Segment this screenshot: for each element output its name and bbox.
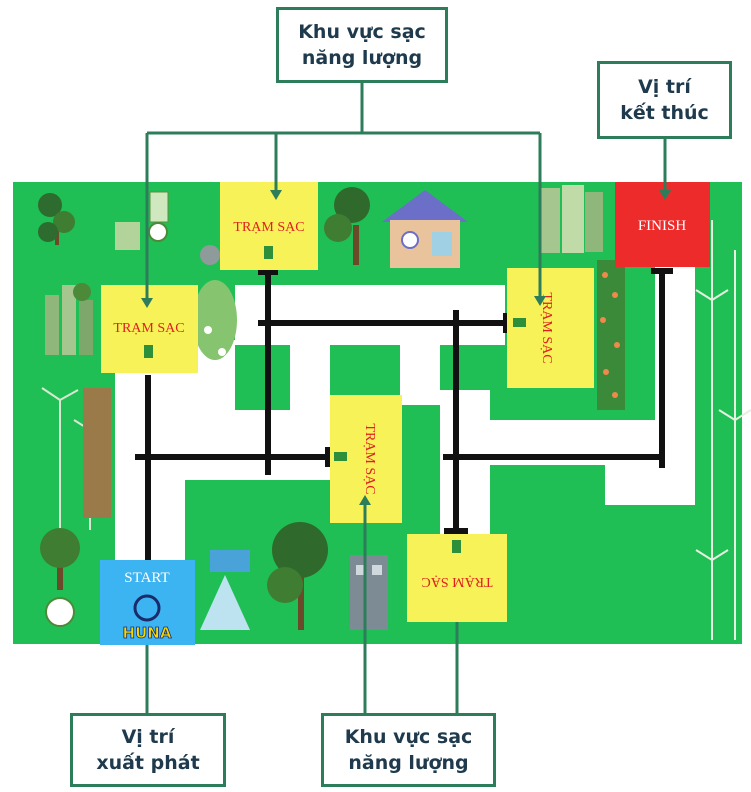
callout-line: Khu vực sạc [298, 21, 426, 43]
potted-plants-icon [193, 245, 237, 360]
tree-icon [324, 187, 370, 265]
callout-line: xuất phát [96, 752, 200, 774]
green-buildings-icon [540, 185, 603, 253]
callout-line: năng lượng [348, 752, 469, 774]
station-label: TRẠM SẠC [421, 574, 492, 589]
charging-station-5[interactable]: TRẠM SẠC [407, 534, 507, 622]
callout-line: Vị trí [638, 76, 691, 98]
wind-turbines-right-icon [695, 220, 751, 640]
flower-hedge-icon [597, 260, 625, 410]
charging-station-3[interactable]: TRẠM SẠC [507, 268, 594, 388]
callout-arrowheads [141, 190, 671, 505]
station-label: TRẠM SẠC [113, 321, 184, 336]
tree-icon [38, 193, 75, 245]
callout-line: Khu vực sạc [344, 726, 473, 748]
charger-icon [513, 318, 526, 327]
charging-area-callout-bottom: Khu vực sạc năng lượng [321, 713, 496, 787]
factory-icon [350, 555, 388, 630]
start-position-callout: Vị trí xuất phát [70, 713, 226, 787]
station-label: TRẠM SẠC [362, 423, 377, 494]
charging-station-2[interactable]: TRẠM SẠC [101, 285, 198, 373]
track-lines [135, 270, 665, 560]
tree-icon [40, 528, 80, 627]
robot-mascot-icon [133, 594, 161, 622]
callout-line: Vị trí [121, 726, 175, 748]
station-label: TRẠM SẠC [233, 220, 304, 235]
charging-area-callout-top: Khu vực sạc năng lượng [276, 7, 448, 83]
start-tile[interactable]: START HUNA [100, 560, 195, 645]
charger-icon [334, 452, 347, 461]
start-label: START [124, 570, 169, 586]
tree-icon [267, 522, 328, 630]
callout-line: năng lượng [301, 47, 423, 69]
charger-icon [452, 540, 461, 553]
city-buildings-icon [45, 283, 93, 355]
eco-house-icon [382, 190, 468, 268]
callout-line: kết thúc [620, 102, 709, 124]
charger-icon [264, 246, 273, 259]
finish-label: FINISH [638, 218, 687, 234]
callout-connectors [145, 82, 667, 714]
solar-panels-icon [200, 550, 250, 630]
start-logo-text: HUNA [123, 624, 172, 642]
wooden-fence [83, 388, 111, 518]
finish-tile[interactable]: FINISH [615, 182, 710, 267]
track-end-caps [258, 268, 673, 534]
solar-panel-icon [115, 191, 169, 250]
station-label: TRẠM SẠC [539, 292, 554, 363]
charger-icon [144, 345, 153, 358]
finish-position-callout: Vị trí kết thúc [597, 61, 732, 139]
charging-station-1[interactable]: TRẠM SẠC [220, 182, 318, 270]
